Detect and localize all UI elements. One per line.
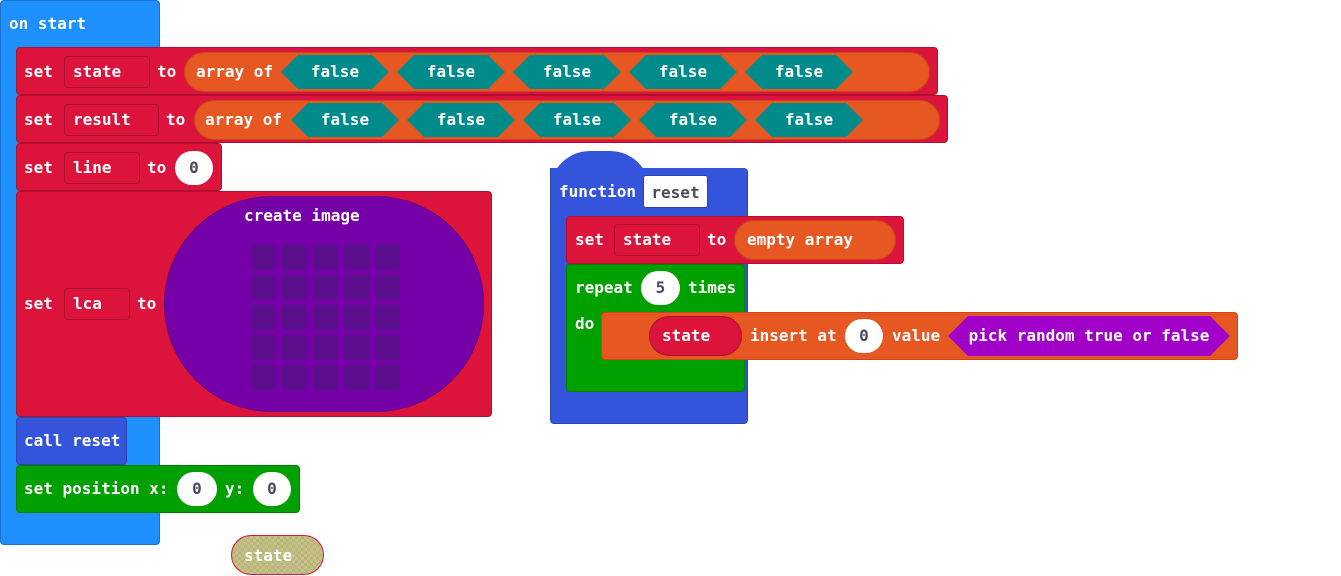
empty-array-block[interactable]: empty array [734,220,896,260]
to-keyword: to [707,230,727,249]
repeat-keyword: repeat [575,278,633,297]
boolean-false-block[interactable]: false [629,55,737,89]
led-cell[interactable] [375,305,400,330]
function-keyword: function [559,182,637,201]
boolean-false-block[interactable]: false [281,55,389,89]
boolean-false-block[interactable]: false [291,103,399,137]
variable-dropdown-state[interactable]: state [614,224,700,256]
led-cell[interactable] [251,245,276,270]
boolean-false-block[interactable]: false [639,103,747,137]
create-image-label: create image [244,206,360,225]
led-cell[interactable] [313,245,338,270]
variable-dropdown-lca[interactable]: lca [64,288,130,320]
led-cell[interactable] [313,275,338,300]
led-cell[interactable] [282,365,307,390]
on-start-label: on start [9,14,87,33]
led-cell[interactable] [344,335,369,360]
to-keyword: to [137,294,157,313]
boolean-false-block[interactable]: false [407,103,515,137]
boolean-false-block[interactable]: false [755,103,863,137]
set-keyword: set [24,294,53,313]
variable-dropdown-line[interactable]: line [64,152,140,184]
set-keyword: set [24,158,53,177]
boolean-false-block[interactable]: false [513,55,621,89]
array-of-label: array of [205,110,283,129]
set-keyword: set [24,110,53,129]
state-variable-reporter[interactable]: state [649,316,742,356]
set-keyword: set [24,62,53,81]
led-cell[interactable] [313,305,338,330]
led-cell[interactable] [282,245,307,270]
led-cell[interactable] [375,365,400,390]
array-of-label: array of [196,62,274,81]
led-cell[interactable] [344,275,369,300]
y-label: y: [225,479,245,498]
set-position-block[interactable] [16,465,300,513]
led-cell[interactable] [251,335,276,360]
led-cell[interactable] [282,335,307,360]
variable-dropdown-result[interactable]: result [64,104,159,136]
led-cell[interactable] [375,245,400,270]
pick-random-true-false-block[interactable]: pick random true or false [948,316,1230,356]
led-cell[interactable] [313,335,338,360]
value-label: value [892,326,941,345]
led-cell[interactable] [344,245,369,270]
times-keyword: times [688,278,737,297]
to-keyword: to [147,158,167,177]
set-keyword: set [575,230,604,249]
led-cell[interactable] [344,365,369,390]
led-cell[interactable] [251,365,276,390]
set-position-label: set position x: [24,479,169,498]
led-cell[interactable] [251,305,276,330]
led-cell[interactable] [344,305,369,330]
led-cell[interactable] [375,275,400,300]
number-input-x[interactable]: 0 [177,472,217,506]
led-cell[interactable] [282,305,307,330]
insert-at-label: insert at [750,326,837,345]
do-keyword: do [575,314,595,333]
to-keyword: to [166,110,186,129]
led-cell[interactable] [375,335,400,360]
led-cell[interactable] [251,275,276,300]
variable-dropdown-state[interactable]: state [64,56,150,88]
boolean-false-block[interactable]: false [523,103,631,137]
boolean-false-block[interactable]: false [397,55,505,89]
led-cell[interactable] [313,365,338,390]
number-input-index[interactable]: 0 [845,319,883,353]
led-cell[interactable] [282,275,307,300]
loose-state-variable[interactable]: state [231,535,324,575]
call-reset-block[interactable] [16,417,127,465]
call-reset-label: call reset [24,431,121,450]
to-keyword: to [157,62,177,81]
boolean-false-block[interactable]: false [745,55,853,89]
number-input-line[interactable]: 0 [175,151,213,185]
number-input-times[interactable]: 5 [641,271,680,305]
function-name-field[interactable]: reset [643,175,708,208]
number-input-y[interactable]: 0 [253,472,291,506]
